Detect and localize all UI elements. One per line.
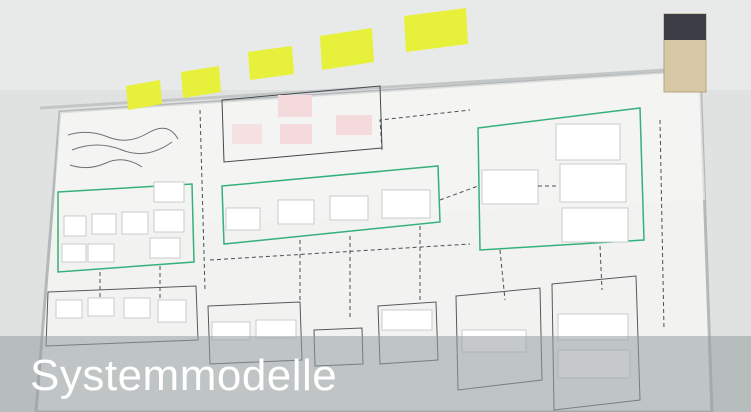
pink-cards-block xyxy=(221,85,383,163)
caption-band xyxy=(0,336,751,412)
caption-title: Systemmodelle xyxy=(30,351,338,400)
left-drawings xyxy=(67,127,179,169)
right-green-frame xyxy=(477,107,645,251)
middle-green-frame xyxy=(221,165,441,245)
eraser xyxy=(663,13,707,93)
left-green-frame xyxy=(57,181,195,273)
dashed-connectors xyxy=(99,109,665,331)
sticky-notes-yellow xyxy=(126,8,468,110)
